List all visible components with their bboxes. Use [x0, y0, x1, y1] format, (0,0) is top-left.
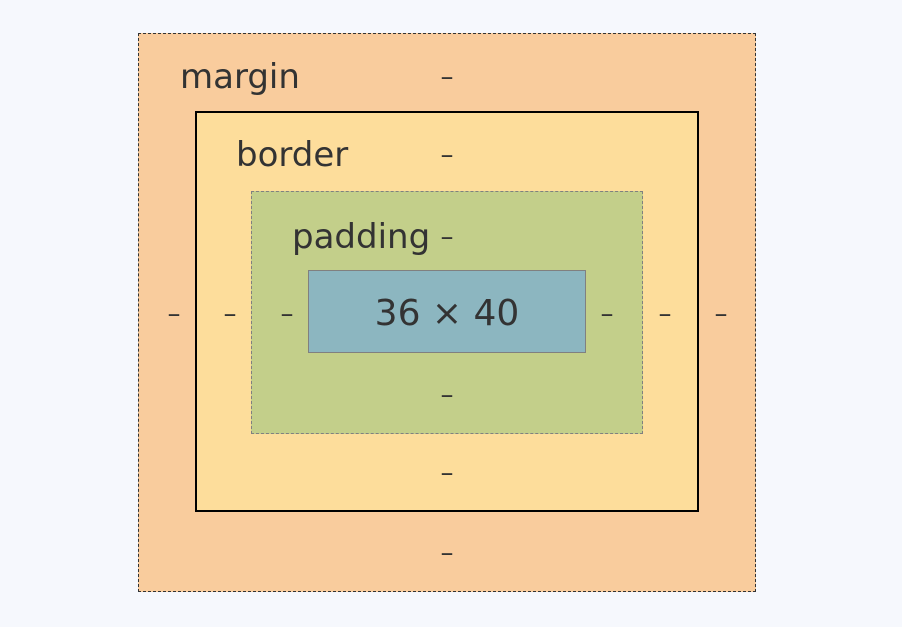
- content-size-value: 36 × 40: [374, 293, 520, 334]
- margin-top-value[interactable]: –: [440, 62, 454, 92]
- margin-left-value[interactable]: –: [167, 299, 181, 329]
- padding-top-value[interactable]: –: [440, 222, 454, 252]
- margin-right-value[interactable]: –: [714, 299, 728, 329]
- padding-bottom-value[interactable]: –: [440, 380, 454, 410]
- border-left-value[interactable]: –: [223, 299, 237, 329]
- margin-bottom-value[interactable]: –: [440, 538, 454, 568]
- margin-label: margin: [180, 57, 300, 97]
- border-bottom-value[interactable]: –: [440, 458, 454, 488]
- border-right-value[interactable]: –: [658, 299, 672, 329]
- border-top-value[interactable]: –: [440, 140, 454, 170]
- border-label: border: [236, 135, 349, 175]
- padding-right-value[interactable]: –: [600, 299, 614, 329]
- padding-label: padding: [292, 217, 431, 257]
- padding-left-value[interactable]: –: [280, 299, 294, 329]
- content-box: [308, 270, 586, 353]
